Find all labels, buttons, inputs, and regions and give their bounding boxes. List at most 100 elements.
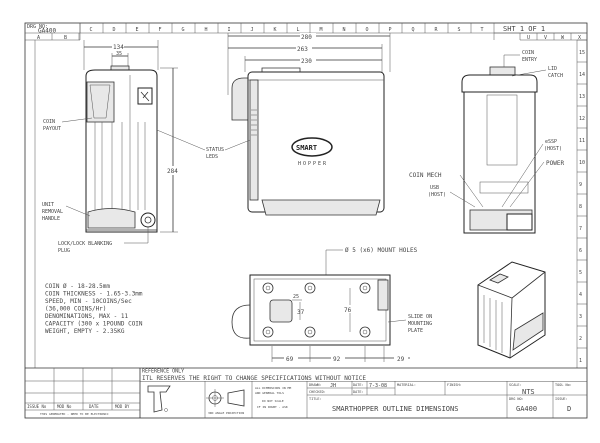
- finish-label: FINISH:: [447, 383, 462, 387]
- label-usb: USB: [430, 185, 439, 191]
- spec-line: (36,000 COINS/Hr): [45, 306, 106, 313]
- column-letter: A: [37, 35, 40, 41]
- material-label: MATERIAL:: [397, 383, 416, 387]
- row-number: 13: [579, 94, 585, 100]
- row-number: 6: [579, 248, 582, 254]
- row-number: 1: [579, 358, 582, 364]
- checked-label: CHECKED:: [309, 390, 326, 394]
- row-number: 9: [579, 182, 582, 188]
- row-number: 15: [579, 50, 585, 56]
- side-handle-loop: [231, 304, 251, 339]
- mount-hole: [304, 326, 316, 338]
- spec-line: COIN THICKNESS - 1.65-3.3mm: [45, 291, 143, 298]
- isometric-view: [477, 261, 546, 359]
- column-letter: P: [389, 27, 392, 33]
- row-number: 8: [579, 204, 582, 210]
- row-number: 4: [579, 292, 582, 298]
- logo-text: SMART: [296, 144, 317, 152]
- drg-no-label: DRG NO:: [509, 397, 524, 401]
- bottom-view: Ø 5 (x6) MOUNT HOLES 25 37 76 69 92 29 S…: [231, 247, 432, 363]
- tb-note-2: AND GENERAL TOLS: [255, 391, 284, 395]
- front-view: 134 35 284 COIN PAYOUT UNIT REMOVAL HAND…: [42, 40, 180, 254]
- column-letter: N: [343, 27, 346, 33]
- label-coin-mech: COIN MECH: [409, 172, 442, 179]
- rear-view: COIN ENTRY LID CATCH eSSP (HOST) POWER C…: [409, 50, 564, 234]
- mount-hole: [262, 326, 274, 338]
- reference-only: REFERENCE ONLY: [142, 369, 184, 375]
- itl-logo: [147, 385, 171, 413]
- dim-69: 69: [286, 356, 294, 363]
- label-status-leds: STATUS: [206, 147, 224, 153]
- dim-25: 25: [293, 294, 299, 300]
- row-number: 14: [579, 72, 585, 78]
- drawing-border: [24, 22, 588, 419]
- label-unit-removal-2: REMOVAL: [42, 209, 63, 215]
- column-letter: U: [527, 35, 530, 41]
- label-power: POWER: [546, 160, 564, 167]
- checked-date-label: DATE:: [353, 390, 364, 394]
- column-letter: G: [182, 27, 185, 33]
- dim-134: 134: [113, 44, 124, 51]
- issue-value: D: [567, 405, 571, 413]
- column-letter: S: [458, 27, 461, 33]
- drawn-by: JH: [330, 383, 336, 389]
- projection-label: 3RD ANGLE PROJECTION: [208, 411, 244, 415]
- label-slide-plate: SLIDE ON: [408, 314, 432, 320]
- label-slide-plate-2: MOUNTING: [408, 321, 432, 327]
- column-letter: M: [320, 27, 323, 33]
- label-coin-entry: COIN: [522, 50, 534, 56]
- column-letter: B: [64, 35, 67, 41]
- label-coin-payout-2: PAYOUT: [43, 126, 61, 132]
- label-status-leds-2: LEDS: [206, 154, 218, 160]
- tb-note-3: DO NOT SCALE: [262, 399, 284, 403]
- dim-92: 92: [333, 356, 341, 363]
- dim-263: 263: [297, 46, 308, 53]
- column-letter: E: [136, 27, 139, 33]
- spec-line: DENOMINATIONS, MAX - 11: [45, 313, 128, 320]
- mount-hole: [304, 282, 316, 294]
- rev-header-date: DATE: [89, 404, 99, 409]
- sheet-number: SHT 1 OF 1: [503, 25, 545, 33]
- spec-line: COIN Ø - 18-28.5mm: [45, 283, 110, 290]
- column-letter: H: [205, 27, 208, 33]
- column-letter: C: [90, 27, 93, 33]
- row-number: 12: [579, 116, 585, 122]
- column-letter: V: [544, 35, 547, 41]
- notice-text: ITL RESERVES THE RIGHT TO CHANGE SPECIFI…: [142, 375, 366, 382]
- date-label: DATE:: [353, 383, 364, 387]
- column-letter: R: [435, 27, 439, 33]
- label-lock-plug: LOCK/LOCK BLANKING: [58, 241, 112, 247]
- lock-plug: [140, 212, 156, 228]
- rev-header-issue: ISSUE No: [27, 404, 47, 409]
- dim-284: 284: [167, 168, 178, 175]
- column-letter: K: [274, 27, 277, 33]
- label-slide-plate-3: PLATE: [408, 328, 423, 334]
- drawing-no-label: DRG NO:: [27, 24, 48, 30]
- dim-280: 280: [301, 34, 312, 41]
- column-letter: Q: [412, 27, 415, 33]
- label-lid-catch-2: CATCH: [548, 73, 563, 79]
- drawing-title: SMARTHOPPER OUTLINE DIMENSIONS: [332, 405, 458, 413]
- label-lock-plug-2: PLUG: [58, 248, 70, 254]
- drawing-no-corner: GA400: [38, 28, 56, 35]
- issue-label: ISSUE:: [555, 397, 568, 401]
- label-mount-holes: Ø 5 (x6) MOUNT HOLES: [345, 247, 418, 254]
- row-number: 3: [579, 314, 582, 320]
- label-essp-2: (HOST): [544, 146, 562, 152]
- column-letter: I: [228, 27, 231, 33]
- row-number: 7: [579, 226, 582, 232]
- dim-230: 230: [301, 58, 312, 65]
- dim-35: 35: [116, 51, 122, 57]
- column-letter: O: [366, 27, 369, 33]
- rev-header-mod: MOD No: [57, 404, 72, 409]
- label-coin-payout: COIN: [43, 119, 55, 125]
- rev-header-modby: MOD BY: [115, 404, 130, 409]
- row-number: 2: [579, 336, 582, 342]
- title-block: REFERENCE ONLY ITL RESERVES THE RIGHT TO…: [25, 367, 587, 418]
- mount-holes: [262, 282, 371, 338]
- spec-line: CAPACITY (300 x 1POUND COIN: [45, 321, 143, 328]
